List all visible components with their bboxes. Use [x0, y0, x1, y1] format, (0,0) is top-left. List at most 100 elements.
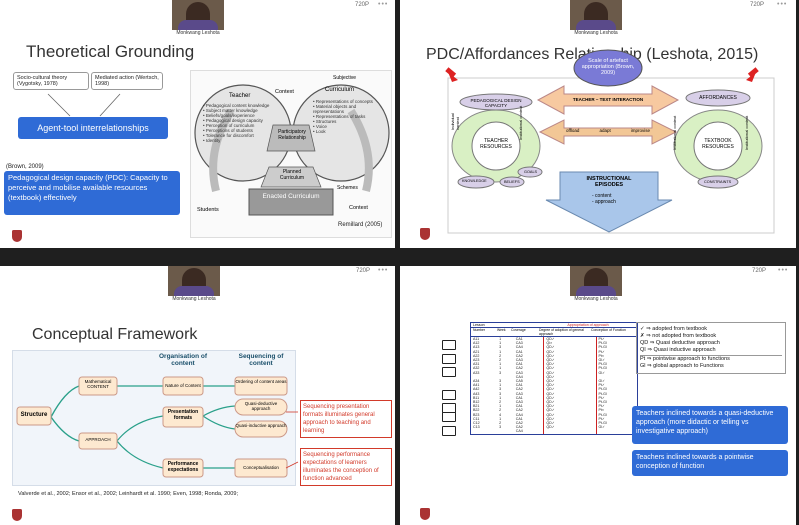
table-cell: QI×: [543, 341, 597, 346]
table-cell: 2: [499, 408, 502, 413]
students-label: Students: [197, 207, 219, 213]
table-cell: A33: [473, 370, 480, 375]
table-cell: 3: [499, 379, 502, 384]
legend-box: ✓ ⇒ adopted from textbook ✗ ⇒ not adopte…: [636, 322, 786, 374]
appropriation-scale: offload adapt improvise: [566, 128, 650, 133]
quasi-deductive-node: Quasi-deductive approach: [244, 401, 278, 411]
table-cell: C13: [473, 425, 480, 430]
legend-gl: Gl ⇒ global approach to Functions: [640, 363, 724, 369]
presentation-node: Presentation formats: [167, 409, 199, 421]
note-presentation: Sequencing presentation formats illumina…: [300, 400, 392, 438]
teacher-item: • Subject matter knowledge: [203, 108, 258, 113]
slide-conceptual-framework: Monkwang Leshota 720P ••• Conceptual Fra…: [0, 266, 395, 525]
table-cell: CA4: [515, 429, 523, 434]
participant-video[interactable]: [168, 266, 220, 296]
curriculum-item: • Look: [313, 129, 326, 134]
table-cell: 1: [499, 362, 502, 367]
table-cell: B11: [473, 395, 480, 400]
lesson-table: Lesson Appropriation of approach Number …: [470, 322, 638, 435]
table-cell: Pt✓: [598, 383, 605, 388]
nature-node: Nature of Content: [165, 383, 201, 388]
table-cell: Pt✓: [598, 404, 605, 409]
table-cell: [497, 429, 514, 433]
table-cell: Pt×: [598, 353, 605, 358]
curriculum-item: • Representations of concepts: [313, 99, 373, 104]
table-cell: B22: [473, 408, 480, 413]
table-cell: QD✓: [543, 400, 597, 405]
table-cell: QD✓: [543, 337, 597, 342]
table-cell: CA3: [515, 358, 523, 363]
table-cell: Gl✓: [598, 379, 606, 384]
more-options-icon[interactable]: •••: [778, 267, 789, 274]
table-cell: B12: [473, 400, 480, 405]
col-sequencing: Sequencing of content: [238, 353, 284, 367]
table-cell: QD✓: [543, 408, 597, 413]
episode-item: - approach: [592, 199, 616, 205]
individual-context-label: Individual context: [450, 113, 460, 130]
table-cell: QD✓: [543, 345, 597, 350]
participant-video[interactable]: [570, 266, 622, 296]
note-connectors: [285, 411, 299, 469]
table-cell: Gl✓: [598, 370, 606, 375]
context2-label: Context: [349, 205, 368, 211]
table-cell: CA1: [515, 337, 523, 341]
th-coverage: Coverage: [511, 328, 526, 332]
structure-node: Structure: [20, 412, 48, 418]
table-cell: 3: [499, 370, 502, 375]
finding-pointwise: Teachers inclined towards a pointwise co…: [632, 450, 788, 476]
table-cell: CA3: [515, 391, 523, 396]
curriculum-items: • Representations of concepts • Material…: [313, 99, 385, 134]
goals-label: GOALS: [524, 170, 538, 174]
th-degree: Degree of adoption of general approach: [539, 328, 584, 336]
curriculum-item: • Voice: [313, 124, 327, 129]
table-cell: CA1: [515, 362, 523, 367]
performance-node: Performance expectations: [167, 461, 199, 473]
table-cell: 4: [499, 412, 502, 417]
participant-video[interactable]: [570, 0, 622, 30]
table-cell: CA2: [515, 387, 523, 392]
table-cell: Pt✓: [598, 416, 605, 421]
table-cell: CA2: [515, 421, 523, 426]
table-cell: A13: [473, 345, 480, 350]
table-cell: Pt✓: [598, 337, 605, 341]
table-cell: CA2: [515, 353, 523, 358]
table-cell: 1: [499, 416, 502, 421]
references: Valverde et al., 2002; Ensor et al., 200…: [18, 491, 239, 497]
table-cell: Pt-Gl: [598, 366, 607, 371]
pdc-label: PEDAGOGICAL DESIGN CAPACITY: [470, 98, 522, 108]
table-cell: B21: [473, 404, 480, 409]
more-options-icon[interactable]: •••: [378, 267, 389, 274]
interaction-label: TEACHER – TEXT INTERACTION: [572, 97, 644, 102]
table-cell: 1: [499, 404, 502, 409]
table-row: CA4: [471, 429, 637, 434]
teacher-item: • Perception of curriculum: [203, 123, 255, 128]
scale-improvise: improvise: [630, 128, 650, 133]
participant-video[interactable]: [172, 0, 224, 30]
table-cell: A21: [473, 349, 480, 354]
table-cell: 1: [499, 341, 502, 346]
table-cell: A32: [473, 366, 480, 371]
table-cell: CA1: [515, 395, 523, 400]
university-crest-icon: [12, 230, 22, 242]
table-cell: 2: [499, 400, 502, 405]
th-conception: Conception of Function: [591, 328, 626, 332]
affordances-label: AFFORDANCES: [699, 95, 737, 101]
table-cell: CA4: [515, 374, 523, 379]
more-options-icon[interactable]: •••: [378, 1, 389, 8]
table-cell: QD✓: [543, 412, 597, 417]
col-organisation: Organisation of content: [158, 353, 208, 367]
table-cell: A43: [473, 391, 480, 396]
participant-name: Monkwang Leshota: [574, 296, 618, 302]
episode-items: - content - approach: [592, 193, 616, 205]
table-cell: QD✓: [543, 362, 597, 367]
more-options-icon[interactable]: •••: [777, 1, 788, 8]
table-cell: CA1: [515, 383, 523, 388]
pdc-diagram: [445, 49, 775, 234]
legend-qi: QI ⇒ Quasi inductive approach: [640, 347, 782, 356]
table-cell: B23: [473, 412, 480, 417]
